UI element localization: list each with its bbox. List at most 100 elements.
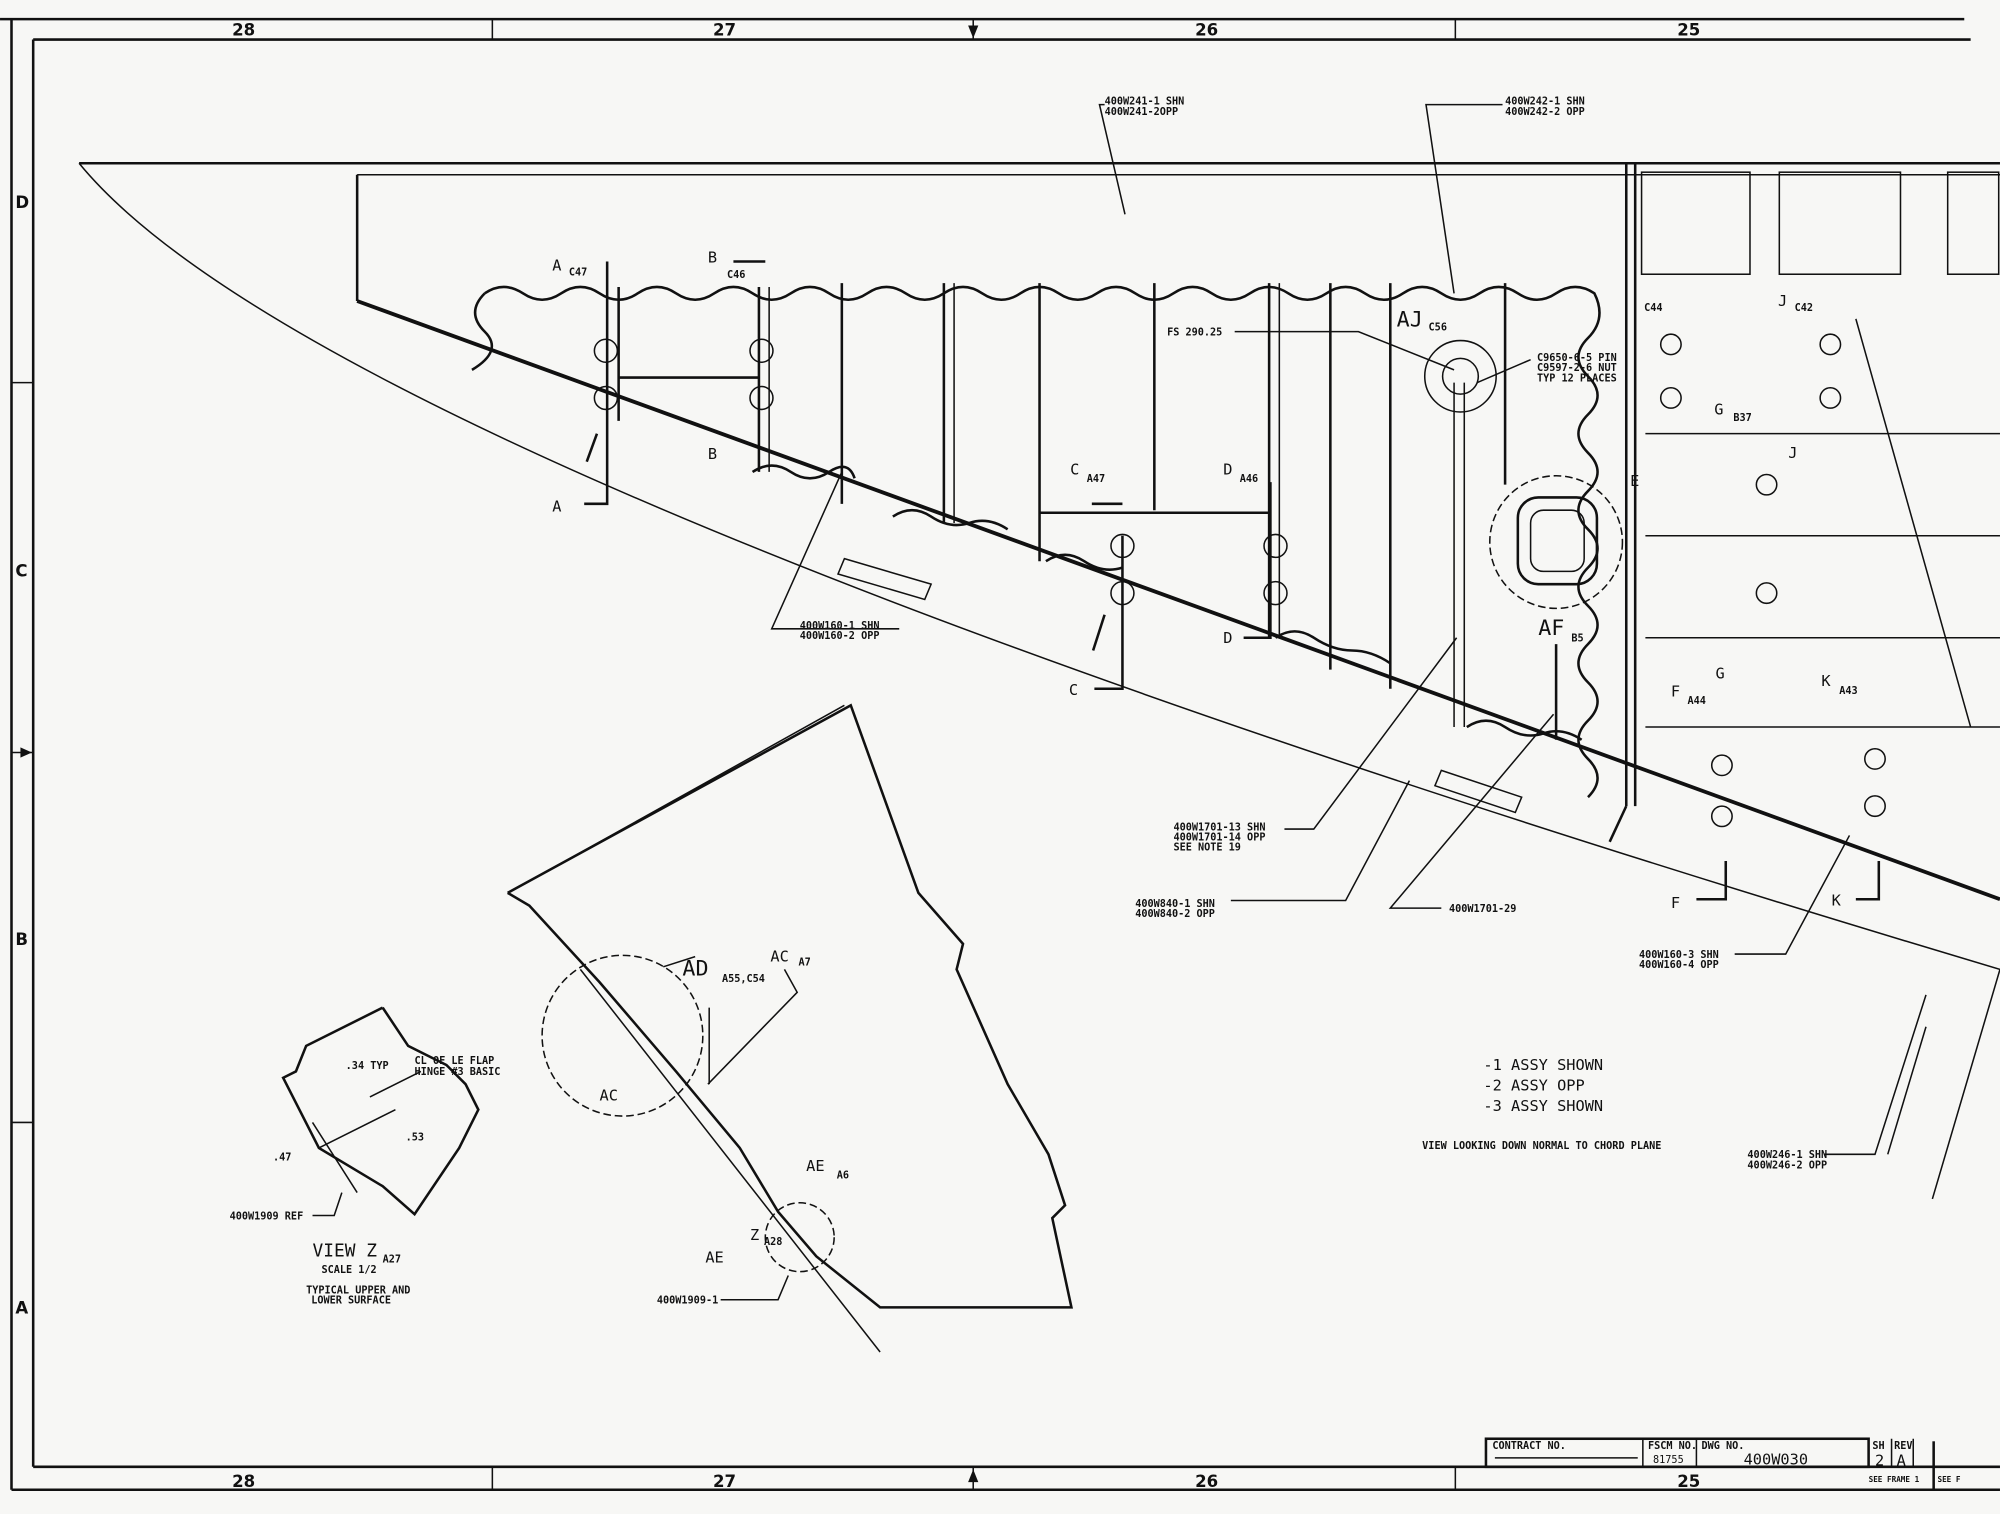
zone-row-b: B <box>15 930 28 949</box>
section-d-ref: A46 <box>1240 474 1258 485</box>
sheet-value: 2 <box>1875 1452 1884 1470</box>
callout-400w160-4: 400W160-4 OPP <box>1639 960 1719 971</box>
callout-400w1909-1: 400W1909-1 <box>657 1296 718 1307</box>
zone-row-a: A <box>15 1299 28 1318</box>
note-view-direction: VIEW LOOKING DOWN NORMAL TO CHORD PLANE <box>1422 1141 1661 1152</box>
zone-row-d: D <box>15 193 29 212</box>
zone-col-26-bottom: 26 <box>1195 1472 1218 1491</box>
callout-nut: C9597-2-6 NUT <box>1537 363 1617 374</box>
zone-col-28-bottom: 28 <box>232 1472 255 1491</box>
section-ae-label: AE <box>806 1157 824 1175</box>
callout-400w840-2: 400W840-2 OPP <box>1135 909 1215 920</box>
callout-400w241-opp: 400W241-2OPP <box>1105 107 1179 118</box>
section-j-label: J <box>1778 292 1787 310</box>
dim-34-typ: .34 TYP <box>346 1061 389 1072</box>
section-b-ref: C46 <box>727 270 745 281</box>
rev-value: A <box>1897 1452 1906 1470</box>
title-block: CONTRACT NO. FSCM NO. 81755 DWG NO. 400W… <box>1484 1437 1961 1490</box>
callout-pin: C9650-6-5 PIN <box>1537 353 1617 364</box>
section-a-label-lower: A <box>552 497 561 515</box>
section-a-ref: C47 <box>569 268 587 279</box>
view-z-note-2: LOWER SURFACE <box>311 1296 391 1307</box>
callout-typ: TYP 12 PLACES <box>1537 373 1617 384</box>
section-c-ref: A47 <box>1087 474 1105 485</box>
ribs <box>617 283 1507 728</box>
section-k-label-lower: K <box>1832 892 1842 910</box>
detail-section-labels: AD A55,C54 AC A7 AC AE A6 AE Z A28 400W1… <box>599 948 849 1307</box>
section-c-label-lower: C <box>1069 681 1078 699</box>
view-z-scale: SCALE 1/2 <box>321 1265 376 1276</box>
section-g-label: G <box>1714 401 1723 419</box>
zone-col-25-bottom: 25 <box>1677 1472 1700 1491</box>
section-ae-label-lower: AE <box>705 1249 723 1267</box>
callout-400w242: 400W242-1 SHN <box>1505 97 1585 108</box>
view-z-ref: A27 <box>383 1255 401 1266</box>
zone-labels: 28 27 26 25 28 27 26 25 D C B A <box>15 21 1700 1492</box>
dim-47: .47 <box>273 1153 291 1164</box>
section-j-label-lower: J <box>1788 444 1797 462</box>
zone-col-25: 25 <box>1677 21 1700 40</box>
zone-col-26: 26 <box>1195 21 1218 40</box>
section-b-label-lower: B <box>708 445 717 463</box>
cl-flap-hinge-1: CL OF LE FLAP <box>415 1056 495 1067</box>
section-ac-label: AC <box>770 948 788 966</box>
section-d-label: D <box>1223 460 1232 478</box>
section-g-ref: B37 <box>1733 413 1751 424</box>
callout-400w242-opp: 400W242-2 OPP <box>1505 107 1585 118</box>
section-k-label: K <box>1821 672 1831 690</box>
drawing-border <box>0 17 2000 1492</box>
section-ac-ref: A7 <box>798 958 810 969</box>
rev-label: REV <box>1894 1441 1912 1452</box>
view-z-detail: .34 TYP CL OF LE FLAP HINGE #3 BASIC .53… <box>230 1006 501 1307</box>
section-c-label: C <box>1070 460 1079 478</box>
section-f-label-lower: F <box>1671 894 1680 912</box>
callout-fs: FS 290.25 <box>1167 327 1222 338</box>
see-frame-1: SEE FRAME 1 <box>1869 1475 1920 1484</box>
section-ad-ref: A55,C54 <box>722 974 765 985</box>
callout-400w1701-14: 400W1701-14 OPP <box>1173 833 1265 844</box>
callout-see-note: SEE NOTE 19 <box>1173 843 1240 854</box>
sheet-label: SH <box>1872 1441 1884 1452</box>
section-ac-label-lower: AC <box>599 1087 617 1105</box>
fitting-bolts <box>593 338 1624 610</box>
section-d-label-lower: D <box>1223 629 1232 647</box>
callout-400w241: 400W241-1 SHN <box>1105 97 1185 108</box>
callout-400w1701-29: 400W1701-29 <box>1449 904 1516 915</box>
note-assy-3: -3 ASSY SHOWN <box>1483 1097 1603 1115</box>
zone-row-c: C <box>15 562 27 581</box>
section-c44-ref: C44 <box>1644 303 1662 314</box>
section-markers <box>584 260 1881 901</box>
section-z-ref: A28 <box>764 1237 782 1248</box>
section-a-label: A <box>552 256 561 274</box>
section-g-label-lower: G <box>1716 665 1725 683</box>
spar-fittings <box>1640 171 2000 1200</box>
see-frame-next: SEE F <box>1937 1475 1960 1484</box>
section-f-ref: A44 <box>1687 696 1705 707</box>
dwg-no-label: DWG NO. <box>1702 1441 1745 1452</box>
section-z-label: Z <box>750 1226 759 1244</box>
section-k-ref: A43 <box>1839 686 1857 697</box>
zone-col-27: 27 <box>713 21 736 40</box>
contract-no-label: CONTRACT NO. <box>1492 1441 1566 1452</box>
dwg-no-value: 400W030 <box>1744 1450 1808 1468</box>
general-notes: -1 ASSY SHOWN -2 ASSY OPP -3 ASSY SHOWN … <box>1422 1056 1661 1152</box>
section-af-label: AF <box>1538 616 1564 641</box>
view-z-title: VIEW Z <box>313 1240 378 1261</box>
section-ad-label: AD <box>682 957 708 982</box>
callout-400w246-1: 400W246-1 SHN <box>1747 1150 1827 1161</box>
section-aj-ref: C56 <box>1429 322 1447 333</box>
section-af-ref: B5 <box>1571 634 1583 645</box>
section-ae-ref: A6 <box>837 1171 849 1182</box>
section-aj-label: AJ <box>1397 308 1423 333</box>
fscm-label: FSCM NO. <box>1648 1441 1697 1452</box>
zone-col-27-bottom: 27 <box>713 1472 736 1491</box>
part-callouts: 400W241-1 SHN 400W241-2OPP 400W242-1 SHN… <box>800 97 1827 1172</box>
dim-53: .53 <box>406 1132 424 1143</box>
cl-flap-hinge-2: HINGE #3 BASIC <box>415 1067 501 1078</box>
zone-col-28: 28 <box>232 21 255 40</box>
callout-400w1701-13: 400W1701-13 SHN <box>1173 822 1265 833</box>
callout-400w160-2: 400W160-2 OPP <box>800 631 880 642</box>
callout-400w160-1: 400W160-1 SHN <box>800 621 880 632</box>
view-z-note-1: TYPICAL UPPER AND <box>306 1285 410 1296</box>
callout-400w160-3: 400W160-3 SHN <box>1639 950 1719 961</box>
